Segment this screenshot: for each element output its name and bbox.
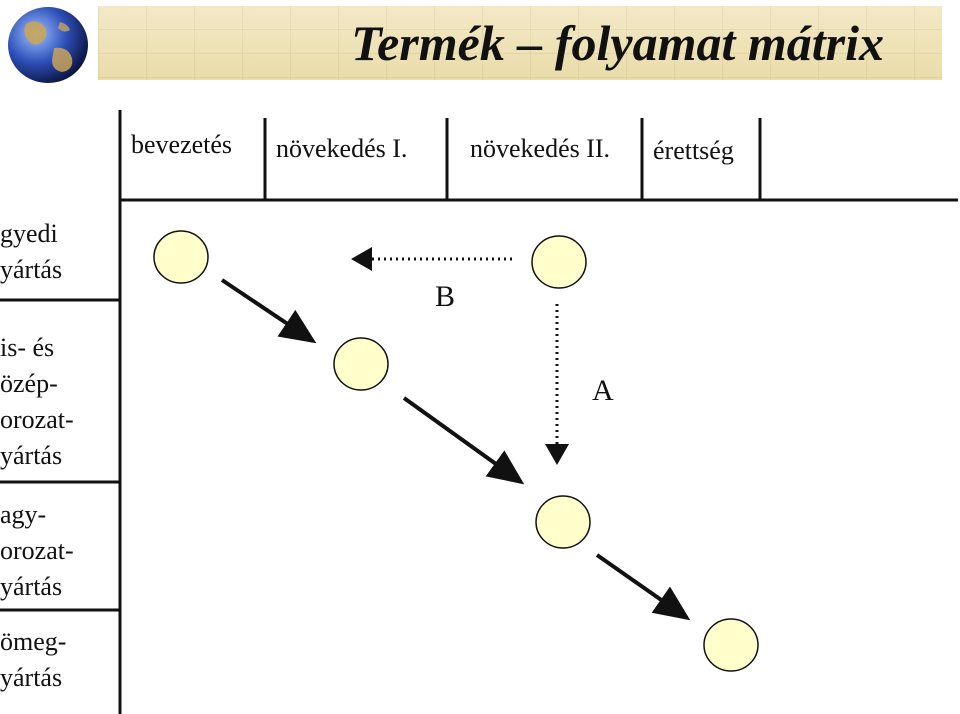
map-pattern bbox=[98, 6, 942, 80]
arrow-label-b: B bbox=[435, 280, 456, 313]
row-label-tomeg: ömeg- yártás bbox=[0, 624, 66, 696]
node-5 bbox=[703, 618, 759, 672]
node-1 bbox=[153, 230, 209, 284]
column-label-novekedes-2: növekedés II. bbox=[470, 134, 611, 163]
diagonal-arrow-3 bbox=[595, 553, 691, 621]
row-label-line: yártás bbox=[0, 572, 63, 601]
row-label-line: is- és bbox=[0, 333, 55, 362]
row-label-egyedi: gyedi yártás bbox=[0, 216, 62, 288]
globe-icon bbox=[8, 7, 88, 83]
arrow-label-a: A bbox=[592, 374, 614, 407]
row-label-line: agy- bbox=[0, 500, 47, 529]
matrix-grid bbox=[0, 110, 958, 714]
row-label-kis-kozep: is- és özép- orozat- yártás bbox=[0, 330, 74, 474]
node-3 bbox=[531, 235, 587, 289]
row-label-nagy: agy- orozat- yártás bbox=[0, 497, 74, 605]
node-4 bbox=[535, 495, 591, 549]
node-2 bbox=[333, 337, 389, 391]
column-label-novekedes-1: növekedés I. bbox=[276, 134, 408, 163]
page-title: Termék – folyamat mátrix bbox=[351, 15, 884, 71]
row-label-line: yártás bbox=[0, 255, 63, 284]
diagonal-arrow-2 bbox=[402, 396, 525, 485]
row-label-line: gyedi bbox=[0, 219, 58, 248]
title-banner bbox=[98, 6, 942, 80]
row-label-line: orozat- bbox=[0, 536, 74, 565]
row-label-line: özép- bbox=[0, 369, 58, 398]
column-label-bevezetes: bevezetés bbox=[131, 130, 233, 159]
row-label-line: yártás bbox=[0, 663, 63, 692]
column-label-erettseg: érettség bbox=[653, 136, 734, 165]
row-label-line: orozat- bbox=[0, 405, 74, 434]
row-label-line: yártás bbox=[0, 441, 63, 470]
diagonal-arrow-1 bbox=[220, 278, 317, 344]
row-label-line: ömeg- bbox=[0, 627, 67, 656]
